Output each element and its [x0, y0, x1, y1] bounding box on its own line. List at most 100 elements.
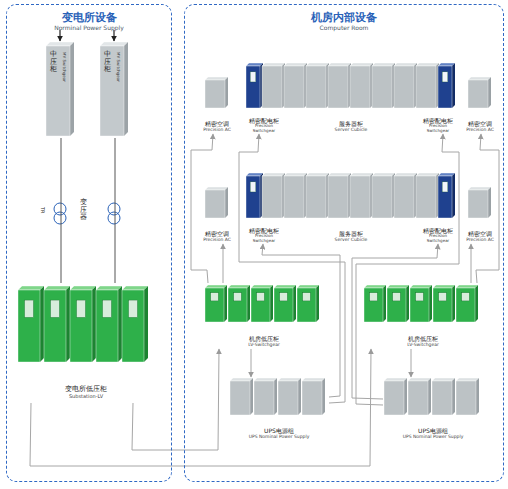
cabinet	[387, 285, 409, 322]
cabinet	[246, 173, 263, 218]
cabinet-front	[228, 288, 247, 322]
cabinet-window	[303, 293, 311, 301]
cabinet-top	[44, 286, 70, 290]
cabinet	[46, 42, 74, 136]
cabinet-group: 精密空调Precision AC	[198, 61, 236, 134]
cabinet-side	[225, 187, 228, 218]
cabinet-front	[262, 176, 282, 218]
cabinet-top	[416, 173, 439, 176]
cabinet-side	[144, 286, 148, 362]
cabinet-top	[284, 63, 307, 66]
cabinet-front	[44, 290, 66, 362]
cabinet-top	[350, 173, 373, 176]
node-title: 精密空调	[205, 231, 229, 238]
cabinet-top	[306, 63, 329, 66]
cabinet	[278, 378, 301, 415]
cabinet-top	[302, 378, 325, 381]
cabinet-front	[438, 66, 452, 108]
node-subtitle: MV Switchgear	[116, 52, 120, 82]
cabinet-front	[350, 66, 370, 108]
cabinet-top	[456, 378, 479, 381]
cabinet-front	[306, 176, 326, 218]
node-title: 精密配电柜	[249, 228, 279, 235]
cabinet	[328, 63, 351, 108]
cabinet-side	[224, 285, 227, 322]
cabinet-window	[211, 293, 219, 301]
cabinet-front	[274, 288, 293, 322]
cabinet-top	[254, 378, 277, 381]
cabinet-side	[274, 378, 277, 415]
cabinet-side	[452, 378, 455, 415]
node-title: 变电所设备	[62, 12, 117, 24]
cabinet-side	[404, 378, 407, 415]
cabinet-window	[129, 300, 138, 317]
node-subtitle: UPS Nominal Power Supply	[403, 435, 464, 440]
cabinet-side	[383, 285, 386, 322]
feed-line	[411, 349, 412, 377]
cabinet-top	[205, 285, 227, 288]
node-subtitle: Precision Switchgear	[418, 124, 458, 133]
switchgear-group: UPS电源组UPS Nominal Power Supply	[383, 377, 483, 441]
cabinet	[432, 378, 455, 415]
cabinet-top	[394, 173, 417, 176]
cabinet	[438, 173, 455, 218]
node-subtitle: Precision AC	[466, 128, 494, 133]
cabinet-side	[293, 285, 296, 322]
cabinet	[246, 63, 263, 108]
cabinet	[262, 173, 285, 218]
cabinet	[350, 173, 373, 218]
cabinet	[306, 63, 329, 108]
cabinet-front	[205, 190, 225, 218]
cabinet-side	[429, 285, 432, 322]
cabinet-group: 服务器柜Server Cubicle	[286, 61, 416, 134]
cabinet	[394, 63, 417, 108]
cabinet-side	[118, 286, 122, 362]
cabinet-front	[410, 288, 429, 322]
cabinet-side	[92, 286, 96, 362]
cabinet-front	[278, 381, 298, 415]
switchgear-group: 机房低压柜LV-Switchgear	[204, 283, 324, 349]
cabinet-window	[393, 293, 401, 301]
cabinet-side	[225, 77, 228, 108]
cabinet-front	[96, 290, 118, 362]
cabinet	[100, 42, 128, 136]
cabinet	[251, 285, 273, 322]
cabinet-top	[372, 63, 395, 66]
cabinet-top	[228, 285, 250, 288]
switchgear-group: 机房低压柜LV-Switchgear	[363, 283, 483, 349]
cabinet-side	[66, 286, 70, 362]
node-title: 精密配电柜	[423, 118, 453, 125]
feed-line	[352, 244, 438, 399]
cabinet-front	[246, 66, 260, 108]
cabinet-top	[284, 173, 307, 176]
cabinet-top	[230, 378, 253, 381]
cabinet-front	[468, 80, 488, 108]
cabinet	[328, 173, 351, 218]
cabinet	[384, 378, 407, 415]
node-subtitle: Server Cubicle	[335, 128, 368, 133]
node-title: 精密配电柜	[249, 118, 279, 125]
cabinet-side	[475, 285, 478, 322]
cabinet-front	[416, 176, 436, 218]
cabinet-front	[246, 176, 260, 218]
cabinet-front	[387, 288, 406, 322]
cabinet-front	[205, 288, 224, 322]
mv-switchgear: 中压柜MV Switchgear	[47, 43, 75, 138]
cabinet-front	[306, 66, 326, 108]
node-subtitle: Precision Switchgear	[244, 234, 284, 243]
feed-line	[356, 134, 459, 405]
cabinet-side	[476, 378, 479, 415]
cabinet-window	[370, 293, 378, 301]
node-subtitle: Computer Room	[320, 25, 369, 32]
cabinet-front	[100, 46, 124, 136]
cabinet-side	[428, 378, 431, 415]
node-subtitle: MV Switchgear	[62, 52, 66, 82]
cabinet	[438, 63, 455, 108]
node-title: 机房低压柜	[249, 336, 279, 343]
cabinet-group: 精密配电柜Precision Switchgear	[418, 61, 458, 134]
cabinet-top	[328, 63, 351, 66]
cabinet-top	[274, 285, 296, 288]
cabinet-top	[408, 378, 431, 381]
cabinet	[302, 378, 325, 415]
cabinet-front	[456, 381, 476, 415]
